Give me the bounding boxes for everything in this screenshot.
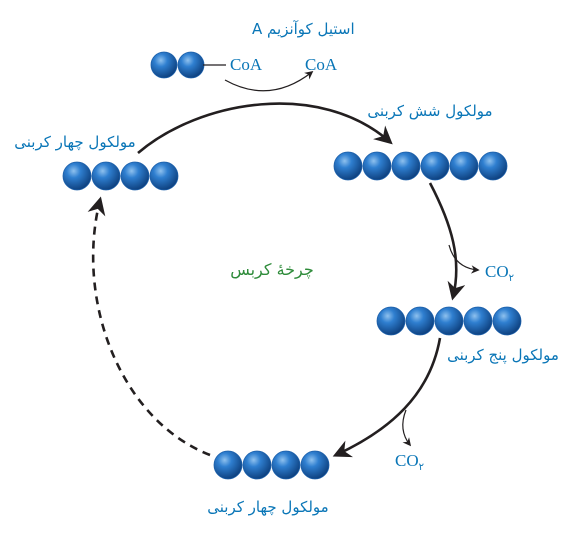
coa-release-arrow: [224, 70, 314, 92]
carbon-atom-ball: [213, 450, 243, 480]
co2-label-2: CO۲: [395, 451, 424, 473]
carbon-atom-ball: [463, 306, 493, 336]
coa-label-left: CoA: [230, 55, 263, 74]
co2-subscript-2: ۲: [419, 462, 424, 473]
carbon-atom-ball: [362, 151, 392, 181]
carbon-atom-ball: [449, 151, 479, 181]
carbon-atom-ball: [242, 450, 272, 480]
dashed-regeneration-arrow: [87, 196, 211, 457]
carbon-atom-ball: [149, 161, 179, 191]
arrow-six-to-five: [428, 182, 466, 301]
arrow-five-to-four: [332, 337, 442, 458]
six-carbon-label: مولکول شش کربنی: [367, 102, 492, 120]
carbon-atom-ball: [62, 161, 92, 191]
carbon-atom-ball: [405, 306, 435, 336]
co2-release-arrow-2: [402, 409, 412, 447]
coa-label-right: CoA: [305, 55, 338, 74]
carbon-atom-ball: [434, 306, 464, 336]
acetyl-group-balls: [150, 51, 205, 79]
five-carbon-label: مولکول پنج کربنی: [447, 346, 559, 365]
carbon-atom-ball: [271, 450, 301, 480]
carbon-atom-ball: [120, 161, 150, 191]
acetyl-coa-label: استیل کوآنزیم A: [252, 20, 355, 38]
carbon-atom-ball: [492, 306, 522, 336]
six-carbon-molecule: [333, 151, 508, 181]
co2-release-arrow-1: [448, 244, 480, 274]
carbon-atom-ball: [391, 151, 421, 181]
co2-subscript-1: ۲: [509, 273, 514, 284]
four-carbon-molecule-bottom: [213, 450, 330, 480]
carbon-atom-ball: [333, 151, 363, 181]
five-carbon-molecule: [376, 306, 522, 336]
carbon-atom-ball: [91, 161, 121, 191]
carbon-atom-ball: [300, 450, 330, 480]
co2-label-1: CO۲: [485, 262, 514, 284]
cycle-name-label: چرخهٔ کربس: [230, 260, 314, 280]
four-carbon-label-bottom: مولکول چهار کربنی: [207, 498, 328, 516]
carbon-atom-ball: [420, 151, 450, 181]
carbon-atom-ball: [177, 51, 205, 79]
carbon-atom-ball: [478, 151, 508, 181]
carbon-atom-ball: [150, 51, 178, 79]
carbon-atom-ball: [376, 306, 406, 336]
four-carbon-label-left: مولکول چهار کربنی: [14, 133, 135, 151]
arrow-four-to-six: [137, 102, 393, 154]
four-carbon-molecule-left: [62, 161, 179, 191]
